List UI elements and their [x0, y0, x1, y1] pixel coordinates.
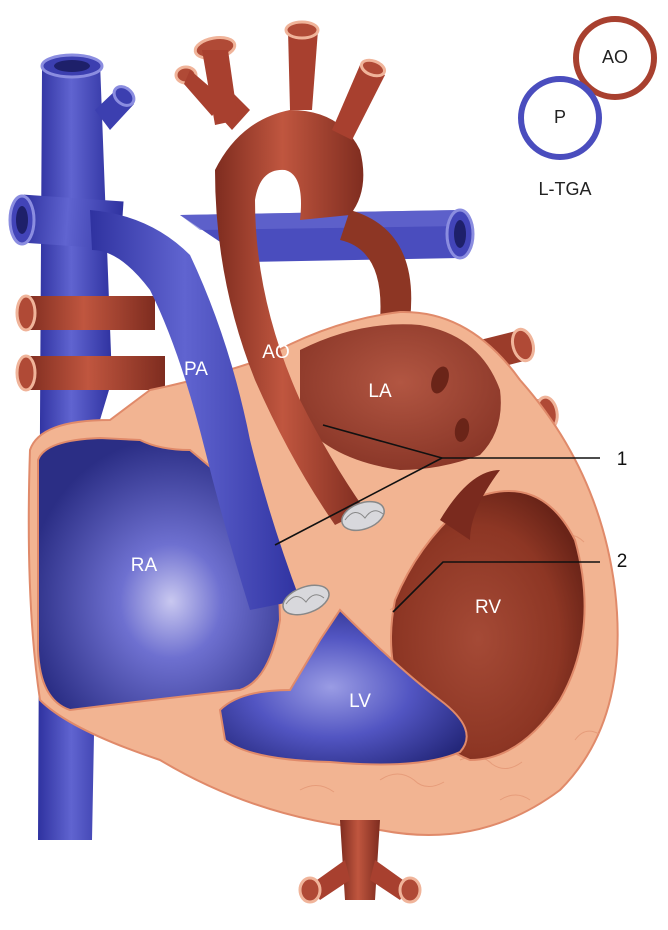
label-la: LA	[368, 381, 392, 402]
left-ventricle	[218, 608, 468, 766]
inferior-vessel	[298, 820, 422, 904]
callout-2: 2	[617, 551, 628, 572]
legend-caption: L-TGA	[538, 179, 591, 199]
pulmonary-artery	[90, 210, 300, 610]
label-lv: LV	[349, 691, 371, 712]
aortic-valve	[341, 500, 385, 532]
label-ra: RA	[131, 555, 158, 576]
descending-aorta	[340, 210, 412, 320]
l-tga-legend: AO P L-TGA	[518, 16, 657, 199]
right-atrium	[37, 436, 282, 712]
label-pa: PA	[184, 359, 208, 380]
callout-1: 1	[617, 449, 628, 470]
left-atrium	[300, 324, 501, 470]
legend-p: P	[554, 107, 566, 127]
legend-ao: AO	[602, 47, 628, 67]
pulmonary-valve	[282, 584, 330, 616]
aorta	[174, 20, 387, 525]
label-rv: RV	[475, 597, 501, 618]
callout-leaders	[274, 424, 600, 613]
aorta-legend-ring	[573, 16, 657, 100]
pulmonary-legend-ring	[518, 76, 602, 160]
pulmonary-veins-left	[15, 294, 165, 392]
label-ao: AO	[262, 342, 289, 363]
